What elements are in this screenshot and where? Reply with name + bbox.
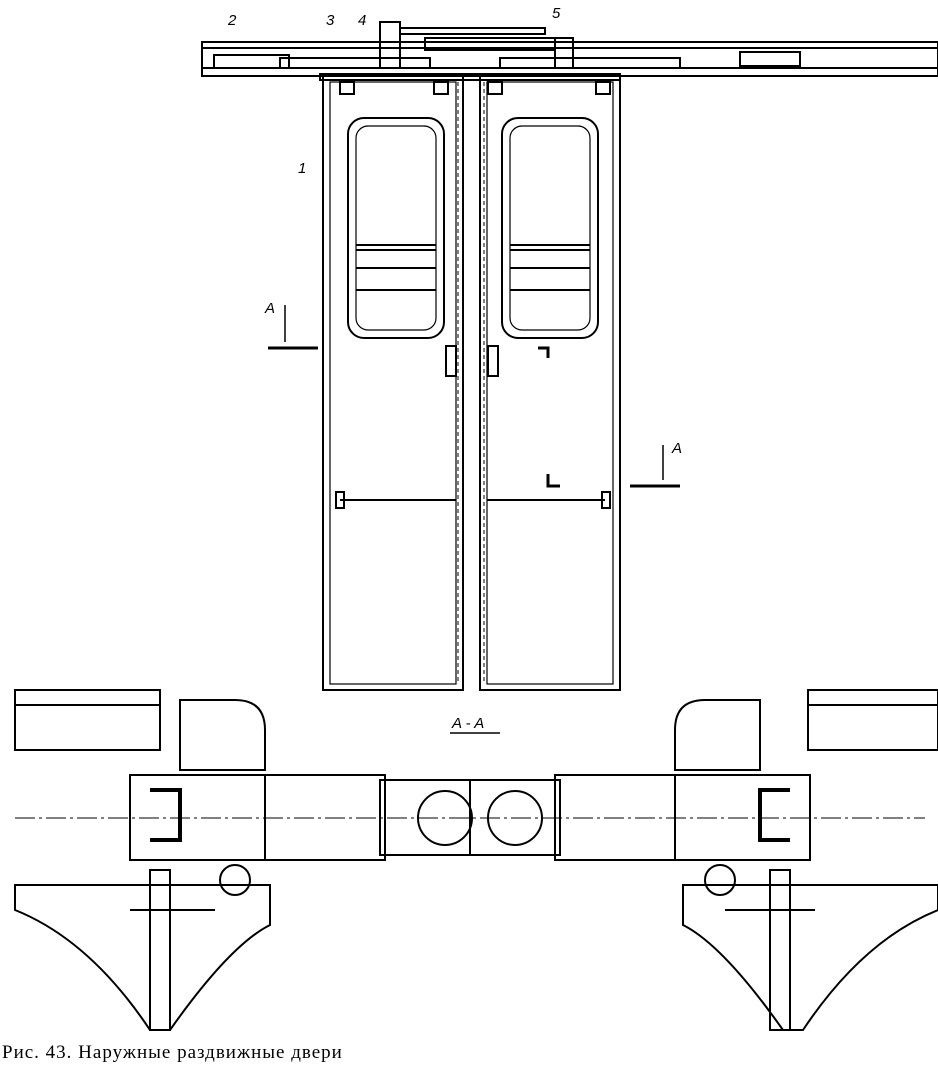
right-door-leaf [479,75,621,691]
section-markers [268,305,680,734]
part-label-5: 5 [552,5,561,22]
part-label-3: 3 [326,12,335,29]
figure-caption: Рис. 43. Наружные раздвижные двери [2,1042,343,1063]
section-a-a [14,689,938,1031]
part-label-4: 4 [358,12,367,29]
part-label-1: 1 [298,160,307,177]
left-door-leaf [322,75,464,691]
section-mark-left: A [265,300,276,317]
part-label-2: 2 [228,12,237,29]
section-mark-right: A [672,440,683,457]
door-rail-mechanism [201,21,938,81]
section-title: A - A [452,715,485,732]
